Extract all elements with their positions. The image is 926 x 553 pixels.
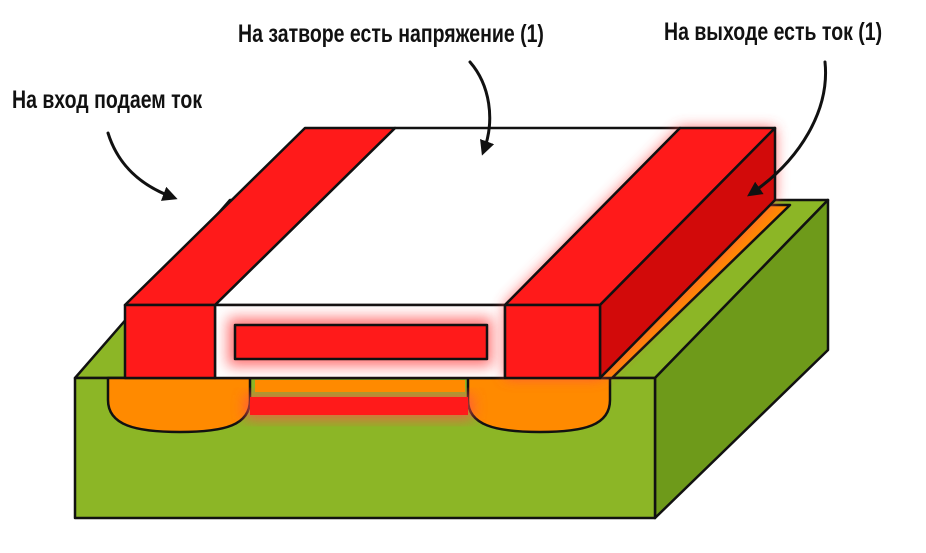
gate-electrode [228,318,492,366]
source-contact [123,126,397,380]
source-contact-front [123,303,217,380]
drain-well [466,376,612,434]
channel-fill [250,397,468,415]
arrow-output [747,60,828,197]
drain-contact [503,126,777,380]
channel-top-strip [255,380,465,392]
label-input: На вход подаем ток [12,86,203,114]
source-well [106,376,252,434]
label-output: На выходе есть ток (1) [664,18,882,46]
label-gate: На затворе есть напряжение (1) [238,20,544,48]
wells [106,203,792,434]
gate-electrode-bar [233,323,489,361]
arrow-input [106,131,178,201]
drain-contact-front [503,303,602,380]
channel [245,380,473,419]
arrow-gate [468,60,495,156]
